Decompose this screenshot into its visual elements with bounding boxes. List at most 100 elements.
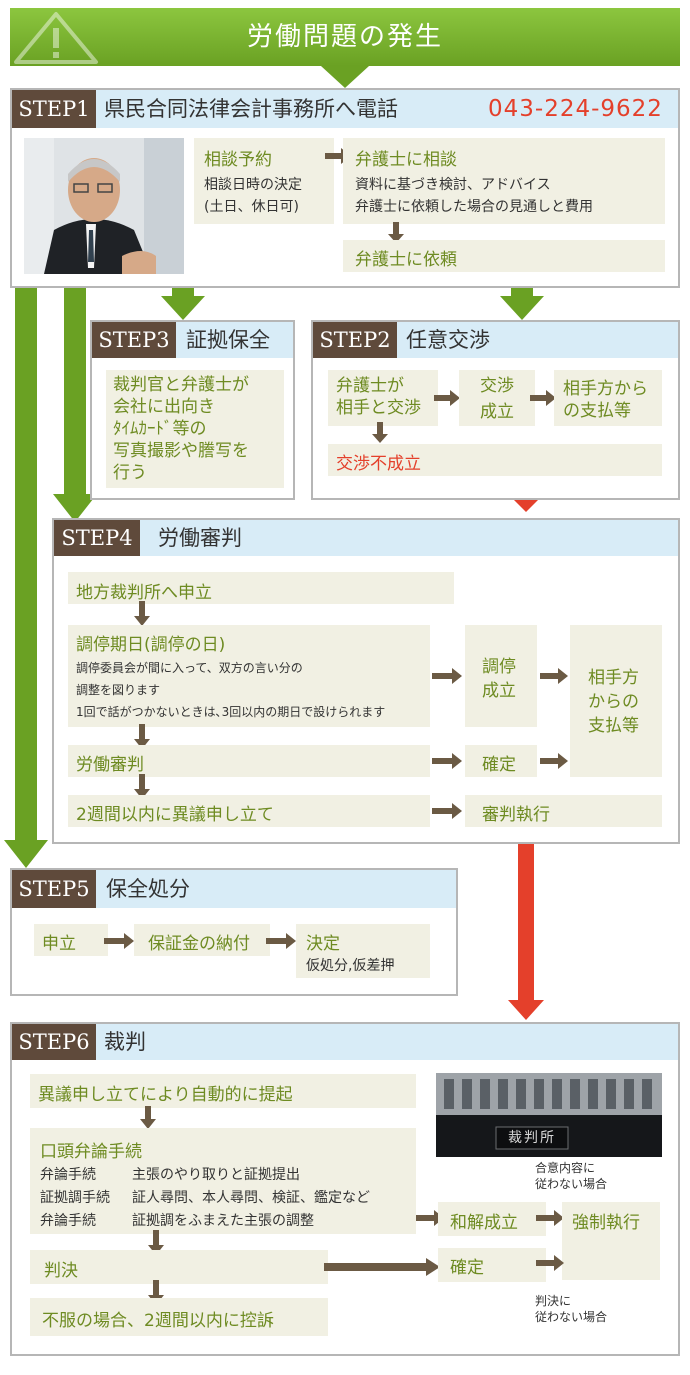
step3-box: [106, 370, 284, 488]
step1-header: [12, 90, 678, 128]
step6-appeal-box: [30, 1298, 328, 1336]
step6-confirm-label: 確定: [450, 1258, 484, 1278]
phone-number[interactable]: 043-224-9622: [488, 96, 663, 122]
arrow-down-icon: [134, 774, 150, 799]
step1-tag: STEP1: [12, 90, 96, 128]
court-sign: 裁判所: [508, 1130, 556, 1146]
step6-enforce-box: [562, 1202, 660, 1280]
step6-oral-box: [30, 1128, 416, 1234]
step2-payment-2: の支払等: [563, 401, 631, 421]
step4-mediation-desc-1: 調停委員会が間に入って、双方の言い分の: [76, 661, 303, 675]
step4-confirm-label: 確定: [482, 755, 516, 775]
step6-auto-box: [30, 1074, 416, 1108]
step4-payment-3: 支払等: [588, 716, 639, 736]
step6-appeal-label: 不服の場合、2週間以内に控訴: [42, 1311, 274, 1331]
step6-settle-box: [438, 1202, 546, 1236]
step1-consult-label: 弁護士に相談: [355, 150, 457, 170]
warning-icon: [14, 12, 98, 64]
step2-lawyer-box: [328, 370, 438, 426]
step5-tag: STEP5: [12, 870, 96, 908]
step3-line-2: 会社に出向き: [113, 397, 215, 417]
step3-title: 証拠保全: [186, 328, 270, 352]
step2-success-1: 交渉: [480, 376, 514, 396]
step2-payment-box: [554, 370, 662, 426]
step2-tag: STEP2: [313, 322, 397, 358]
step1-consult-desc-1: 資料に基づき検討、アドバイス: [355, 177, 551, 193]
arrow-right-icon: [536, 1255, 564, 1271]
step5-deposit-box: [134, 924, 270, 956]
step1-title: 県民合同法律会計事務所へ電話: [104, 97, 398, 121]
step4-execution-box: [465, 795, 662, 827]
step3-line-1: 裁判官と弁護士が: [113, 375, 249, 395]
arrow-down-icon: [140, 1106, 156, 1129]
step5-deposit-label: 保証金の納付: [148, 934, 250, 954]
arrow-right-icon: [416, 1210, 444, 1226]
step4-apply-label: 地方裁判所へ申立: [76, 583, 212, 603]
arrow-right-icon: [432, 668, 462, 684]
step2-lawyer-1: 弁護士が: [336, 376, 404, 396]
step2-success-box: [459, 370, 535, 426]
header-banner: [10, 8, 680, 66]
step6-note1-line1: 合意内容に: [535, 1161, 596, 1175]
step1-reserve-label: 相談予約: [204, 150, 272, 170]
step3-tag: STEP3: [92, 322, 176, 358]
step1-consult-desc-2: 弁護士に依頼した場合の見通しと費用: [355, 199, 593, 215]
step4-judgment-box: [68, 745, 430, 777]
step1-reserve-desc-2: (土日、休日可): [204, 199, 299, 215]
step4-tag: STEP4: [54, 520, 140, 556]
arrow-down-icon: [134, 724, 150, 749]
step2-payment-1: 相手方から: [563, 379, 648, 399]
step3-line-3: ﾀｲﾑｶｰﾄﾞ等の: [113, 419, 207, 439]
step6-enforce-label: 強制執行: [572, 1213, 640, 1233]
step6-note2-line1: 判決に: [535, 1294, 572, 1308]
step6-row1-name: 弁論手続: [40, 1167, 96, 1183]
step6-row3-name: 弁論手続: [40, 1213, 96, 1229]
step1-request-box: [343, 240, 665, 272]
step4-execution-label: 審判執行: [482, 805, 550, 825]
step6-settle-label: 和解成立: [450, 1213, 518, 1233]
step5-decision-label: 決定: [306, 934, 340, 954]
step5-decision-desc: 仮処分,仮差押: [306, 958, 395, 974]
lawyer-photo: [24, 138, 184, 274]
step4-objection-box: [68, 795, 430, 827]
banner-pointer: [321, 66, 369, 88]
step2-title: 任意交渉: [406, 328, 490, 352]
step4-confirm-box: [465, 745, 537, 777]
step4-med-success-box: [465, 625, 537, 727]
page-title: 労働問題の発生: [246, 22, 443, 52]
arrow-right-icon: [434, 390, 460, 406]
step1-reserve-desc-1: 相談日時の決定: [204, 177, 302, 193]
green-arrow-to-step5: [4, 276, 48, 868]
step4-payment-2: からの: [588, 692, 639, 712]
step6-auto-label: 異議申し立てにより自動的に提起: [38, 1085, 293, 1105]
step2-lawyer-2: 相手と交渉: [336, 398, 421, 418]
step4-mediation-desc-2: 調整を図ります: [76, 683, 161, 697]
step4-header: [54, 520, 678, 556]
red-arrow-to-step6: [508, 832, 544, 1020]
step6-header: [12, 1024, 678, 1060]
arrow-right-icon: [536, 1210, 564, 1226]
step4-apply-box: [68, 572, 454, 604]
step6-row1-desc: 主張のやり取りと証拠提出: [132, 1167, 300, 1183]
step2-fail-label: 交渉不成立: [336, 454, 421, 474]
step1-request-label: 弁護士に依頼: [355, 250, 457, 270]
step6-title: 裁判: [104, 1030, 146, 1054]
step4-title: 労働審判: [158, 526, 242, 550]
long-arrow-right-icon: [324, 1258, 440, 1276]
step3-line-5: 行う: [113, 463, 147, 483]
step6-verdict-label: 判決: [44, 1261, 78, 1281]
arrow-right-icon: [266, 933, 296, 949]
step5-title: 保全処分: [106, 877, 190, 901]
step6-note1-line2: 従わない場合: [535, 1177, 608, 1191]
step4-mediation-desc-3: 1回で話がつかないときは､3回以内の期日で設けられます: [76, 705, 386, 719]
step6-verdict-box: [30, 1250, 328, 1284]
step6-tag: STEP6: [12, 1024, 96, 1060]
step6-confirm-box: [438, 1248, 546, 1282]
step4-mediation-box: [68, 625, 430, 727]
arrow-right-icon: [540, 753, 568, 769]
step6-note2-line2: 従わない場合: [535, 1310, 608, 1324]
step4-objection-label: 2週間以内に異議申し立て: [76, 805, 274, 825]
arrow-down-icon: [148, 1230, 164, 1255]
step5-decision-box: [296, 924, 430, 978]
step6-oral-label: 口頭弁論手続: [40, 1142, 142, 1162]
